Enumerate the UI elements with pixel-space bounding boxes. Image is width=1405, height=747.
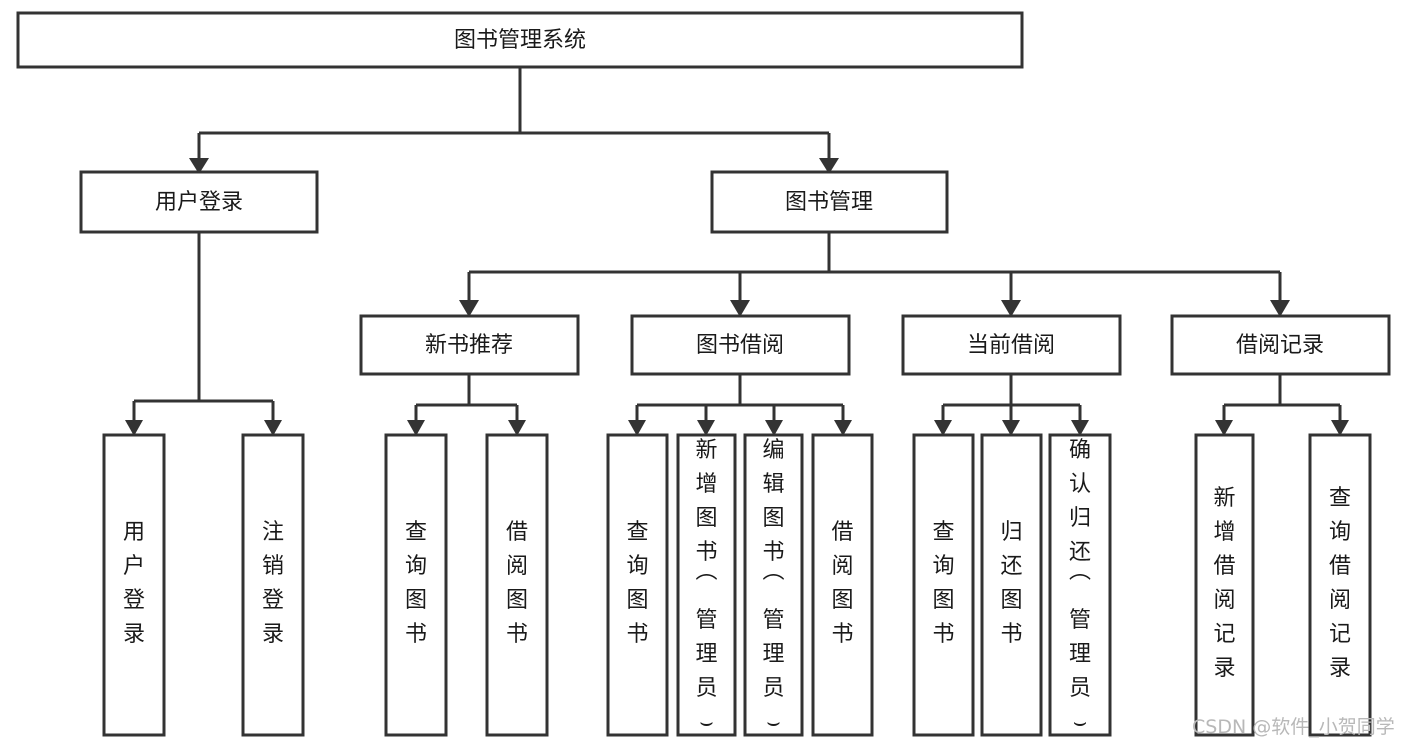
node-leaf-borrow-book-box[interactable] — [811, 433, 874, 737]
node-leaf-add-book-admin-box[interactable] — [676, 433, 737, 737]
node-leaf-borrow-book[interactable]: 借阅图书 — [811, 433, 874, 737]
node-leaf-query-book-recommend[interactable]: 查询图书 — [384, 433, 448, 737]
node-leaf-return-book[interactable]: 归还图书 — [980, 433, 1043, 737]
node-leaf-query-book-current-label: 查询图书 — [932, 520, 954, 647]
node-leaf-add-book-admin[interactable]: 新增图书⌒管理员⌣ — [676, 433, 737, 737]
arrowhead-book-borrow — [730, 300, 750, 317]
node-leaf-return-book-label: 归还图书 — [1000, 520, 1022, 647]
node-leaf-borrow-book-label: 借阅图书 — [831, 520, 853, 647]
arrowhead-leaf-borrow-book-recommend — [508, 420, 526, 436]
arrowhead-leaf-return-book — [1002, 420, 1020, 436]
arrowhead-new-book-recommend — [459, 300, 479, 317]
arrowhead-leaf-query-book-borrow — [628, 420, 646, 436]
arrowhead-leaf-borrow-book — [834, 420, 852, 436]
node-leaf-query-book-borrow-box[interactable] — [606, 433, 669, 737]
node-leaf-edit-book-admin-box[interactable] — [743, 433, 804, 737]
node-book-borrow-box[interactable] — [630, 314, 851, 376]
arrowhead-leaf-edit-book-admin — [765, 420, 783, 436]
arrowhead-leaf-user-login — [125, 420, 143, 436]
node-root-label: 图书管理系统 — [454, 28, 586, 53]
arrowhead-leaf-add-book-admin — [697, 420, 715, 436]
node-leaf-add-borrow-record-label: 新增借阅记录 — [1213, 486, 1235, 681]
arrowhead-current-borrow — [1001, 300, 1021, 317]
node-leaf-borrow-book-recommend-label: 借阅图书 — [506, 520, 528, 647]
arrowhead-book-management — [819, 158, 839, 174]
node-leaf-add-book-admin-label: 新增图书⌒管理员⌣ — [695, 438, 717, 735]
connector-layer — [125, 67, 1349, 436]
node-leaf-query-borrow-record-label: 查询借阅记录 — [1329, 486, 1351, 681]
node-leaf-query-book-borrow[interactable]: 查询图书 — [606, 433, 669, 737]
node-borrow-record[interactable]: 借阅记录 — [1170, 314, 1391, 376]
node-leaf-edit-book-admin-label: 编辑图书⌒管理员⌣ — [762, 438, 784, 735]
leaf-node-layer: 用户登录 注销登录 查询图书 借阅图书 查询图书 新增图书⌒管理员⌣ 编辑图书⌒管理员⌣ 借阅… — [102, 433, 1372, 737]
node-leaf-user-logout[interactable]: 注销登录 — [241, 433, 305, 737]
node-leaf-confirm-return-admin-label: 确认归还⌒管理员⌣ — [1069, 438, 1091, 735]
node-new-book-recommend-box[interactable] — [359, 314, 580, 376]
node-leaf-add-borrow-record[interactable]: 新增借阅记录 — [1194, 433, 1255, 737]
node-leaf-user-login-label: 用户登录 — [123, 520, 145, 647]
node-leaf-borrow-book-recommend-box[interactable] — [485, 433, 549, 737]
arrowhead-leaf-query-book-recommend — [407, 420, 425, 436]
arrowhead-user-login — [189, 158, 209, 174]
node-user-login[interactable]: 用户登录 — [79, 170, 319, 234]
node-book-borrow-label: 图书借阅 — [696, 333, 784, 358]
node-leaf-confirm-return-admin[interactable]: 确认归还⌒管理员⌣ — [1048, 433, 1112, 737]
node-leaf-user-logout-label: 注销登录 — [262, 520, 284, 647]
node-borrow-record-label: 借阅记录 — [1236, 333, 1324, 358]
node-book-management-box[interactable] — [710, 170, 949, 234]
node-leaf-query-book-recommend-label: 查询图书 — [405, 520, 427, 647]
node-leaf-user-login[interactable]: 用户登录 — [102, 433, 166, 737]
node-leaf-edit-book-admin[interactable]: 编辑图书⌒管理员⌣ — [743, 433, 804, 737]
arrowhead-borrow-record — [1270, 300, 1290, 317]
csdn-watermark: CSDN @软件_小贺同学 — [1192, 716, 1395, 738]
node-book-borrow[interactable]: 图书借阅 — [630, 314, 851, 376]
node-user-login-box[interactable] — [79, 170, 319, 234]
node-new-book-recommend-label: 新书推荐 — [425, 333, 513, 358]
arrowhead-leaf-confirm-return-admin — [1071, 420, 1089, 436]
node-leaf-query-book-recommend-box[interactable] — [384, 433, 448, 737]
node-current-borrow-label: 当前借阅 — [967, 333, 1055, 358]
node-book-management-label: 图书管理 — [785, 190, 873, 215]
node-leaf-query-borrow-record[interactable]: 查询借阅记录 — [1308, 433, 1372, 737]
arrowhead-leaf-add-borrow-record — [1215, 420, 1233, 436]
node-leaf-user-login-box[interactable] — [102, 433, 166, 737]
arrowhead-leaf-user-logout — [264, 420, 282, 436]
node-leaf-borrow-book-recommend[interactable]: 借阅图书 — [485, 433, 549, 737]
node-leaf-user-logout-box[interactable] — [241, 433, 305, 737]
node-root[interactable]: 图书管理系统 — [16, 11, 1024, 69]
node-layer: 图书管理系统 用户登录 图书管理 新书推荐 图书借阅 当前 — [16, 11, 1391, 737]
node-root-box[interactable] — [16, 11, 1024, 69]
node-book-management[interactable]: 图书管理 — [710, 170, 949, 234]
node-borrow-record-box[interactable] — [1170, 314, 1391, 376]
node-leaf-query-borrow-record-box[interactable] — [1308, 433, 1372, 737]
node-leaf-confirm-return-admin-box[interactable] — [1048, 433, 1112, 737]
node-new-book-recommend[interactable]: 新书推荐 — [359, 314, 580, 376]
node-leaf-add-borrow-record-box[interactable] — [1194, 433, 1255, 737]
node-user-login-label: 用户登录 — [155, 190, 243, 215]
node-current-borrow-box[interactable] — [901, 314, 1122, 376]
node-current-borrow[interactable]: 当前借阅 — [901, 314, 1122, 376]
node-leaf-query-book-borrow-label: 查询图书 — [626, 520, 648, 647]
arrowhead-leaf-query-book-current — [934, 420, 952, 436]
node-leaf-query-book-current-box[interactable] — [912, 433, 975, 737]
node-leaf-query-book-current[interactable]: 查询图书 — [912, 433, 975, 737]
arrowhead-leaf-query-borrow-record — [1331, 420, 1349, 436]
node-leaf-return-book-box[interactable] — [980, 433, 1043, 737]
